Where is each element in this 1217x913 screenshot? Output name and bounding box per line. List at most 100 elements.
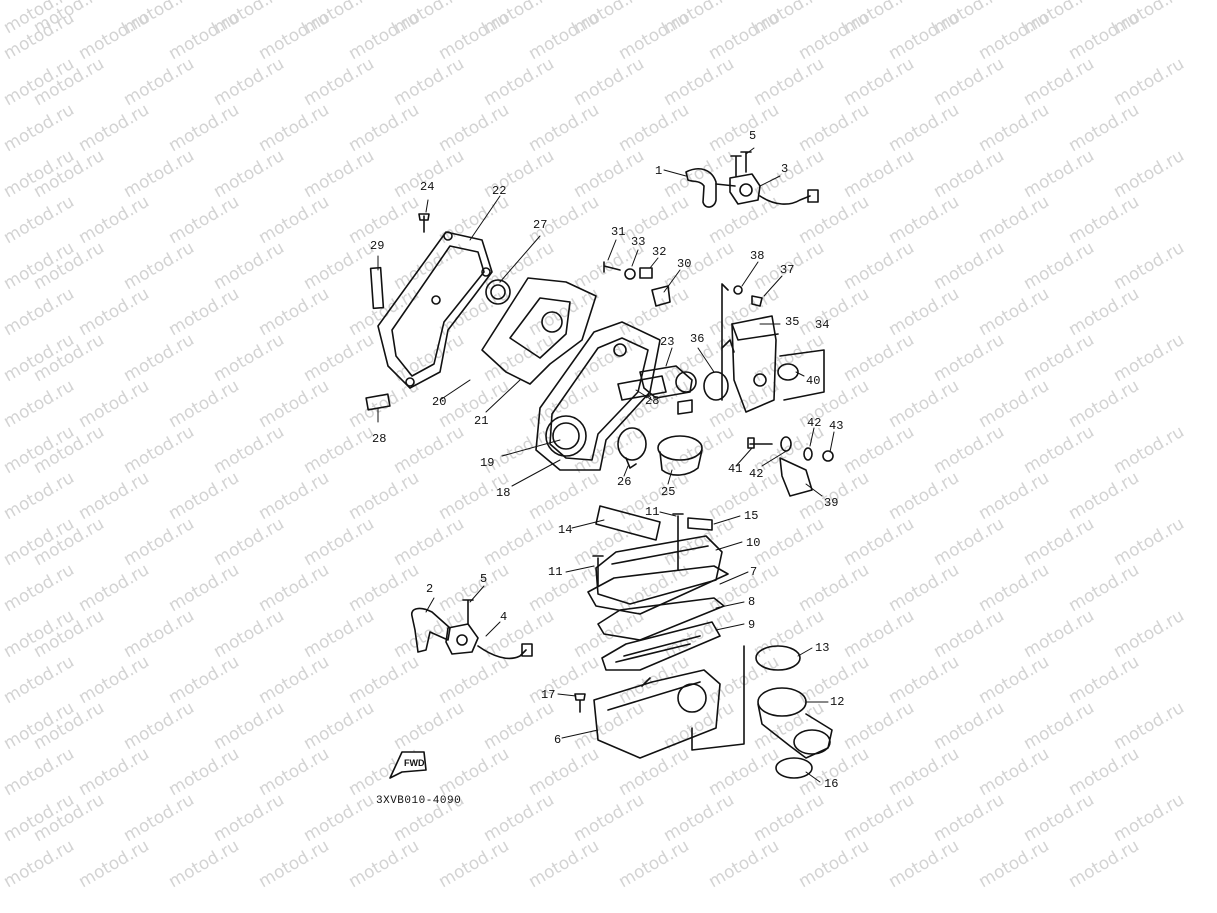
callout-22: 22	[492, 184, 507, 198]
callout-19: 19	[480, 456, 495, 470]
callout-4: 4	[500, 610, 508, 624]
part-27-gasket	[485, 279, 511, 305]
part-16-clamp	[775, 757, 813, 779]
part-7-element	[587, 565, 729, 615]
part-24-screw	[418, 213, 430, 233]
callout-36: 36	[690, 332, 705, 346]
part-37-bolt	[751, 295, 763, 307]
part-31-bolt	[603, 261, 621, 273]
part-26-clamp	[617, 427, 647, 461]
callout-39: 39	[824, 496, 839, 510]
part-38-washer	[733, 285, 743, 295]
diagram-code: 3XVB010-4090	[376, 795, 462, 807]
part-10-cap	[595, 535, 723, 605]
part-25-joint	[657, 435, 703, 476]
callout-26: 26	[617, 475, 632, 489]
callout-2: 2	[426, 582, 434, 596]
callout-17: 17	[541, 688, 556, 702]
part-32-collar	[639, 267, 653, 279]
callout-43: 43	[829, 419, 844, 433]
callout-34: 34	[815, 318, 830, 332]
callout-29: 29	[370, 239, 385, 253]
callout-31: 31	[611, 225, 626, 239]
part-36-ring	[703, 371, 729, 401]
callout-13: 13	[815, 641, 830, 655]
part-40-grommet	[777, 363, 799, 381]
part-2-hose	[410, 607, 451, 653]
callout-28-right: 28	[645, 394, 660, 408]
part-29-seal	[369, 266, 385, 310]
callout-5-top: 5	[749, 129, 757, 143]
part-21-plate	[481, 277, 597, 385]
part-15-pad	[687, 517, 713, 531]
part-11-screw-top	[672, 513, 684, 571]
part-8-gasket	[597, 597, 725, 641]
callout-25: 25	[661, 485, 676, 499]
callout-38: 38	[750, 249, 765, 263]
part-42-washer-b	[803, 447, 813, 461]
part-41-bolt	[747, 437, 773, 449]
callout-6: 6	[554, 733, 562, 747]
part-30-damper	[651, 285, 671, 307]
callout-10: 10	[746, 536, 761, 550]
callout-12: 12	[830, 695, 845, 709]
callout-24: 24	[420, 180, 435, 194]
part-3-sensor	[729, 173, 819, 205]
callout-35: 35	[785, 315, 800, 329]
callout-8: 8	[748, 595, 756, 609]
callout-37: 37	[780, 263, 795, 277]
callout-33: 33	[631, 235, 646, 249]
part-4-sensor	[445, 599, 533, 660]
callout-20: 20	[432, 395, 447, 409]
callout-14: 14	[558, 523, 573, 537]
part-18-housing	[535, 321, 661, 471]
part-28-pad-right	[617, 375, 693, 415]
callout-1: 1	[655, 164, 663, 178]
part-34-duct	[731, 315, 779, 413]
callout-27: 27	[533, 218, 548, 232]
part-17-screw	[574, 693, 586, 713]
part-1-hose	[685, 168, 736, 208]
part-6-case	[593, 669, 721, 759]
callout-9: 9	[748, 618, 756, 632]
callout-21: 21	[474, 414, 489, 428]
part-5-screws	[730, 151, 752, 177]
part-43-nut	[822, 450, 834, 462]
fwd-label: FWD	[404, 758, 425, 768]
callout-15: 15	[744, 509, 759, 523]
bracket-duct	[721, 283, 825, 401]
callout-11-left: 11	[548, 565, 563, 579]
callout-32: 32	[652, 245, 667, 259]
fwd-arrow-icon: FWD	[389, 751, 427, 779]
callout-42-top: 42	[807, 416, 822, 430]
part-26-screw	[625, 457, 637, 469]
part-9-grid	[601, 621, 721, 671]
part-22-cover	[377, 231, 493, 389]
callout-3: 3	[781, 162, 789, 176]
part-28-pad-left	[365, 393, 391, 411]
leader-lines	[377, 147, 835, 783]
callout-28-left: 28	[372, 432, 387, 446]
callout-41: 41	[728, 462, 743, 476]
callout-7: 7	[750, 565, 758, 579]
callout-11-top: 11	[645, 505, 660, 519]
callout-16: 16	[824, 777, 839, 791]
part-33-washer	[624, 268, 636, 280]
callout-42-bottom: 42	[749, 467, 764, 481]
part-12-joint	[757, 687, 833, 759]
part-11-screw-left	[592, 555, 604, 587]
part-13-band	[755, 645, 801, 671]
callout-18: 18	[496, 486, 511, 500]
callout-40: 40	[806, 374, 821, 388]
bracket-case-joint	[691, 645, 745, 751]
part-14-foam	[595, 505, 661, 541]
callout-30: 30	[677, 257, 692, 271]
part-35-clip	[721, 339, 735, 353]
callout-23: 23	[660, 335, 675, 349]
part-23-joint	[639, 365, 697, 399]
part-42-washer-a	[780, 436, 792, 452]
callout-5-bottom: 5	[480, 572, 488, 586]
part-39-bracket	[779, 457, 813, 497]
